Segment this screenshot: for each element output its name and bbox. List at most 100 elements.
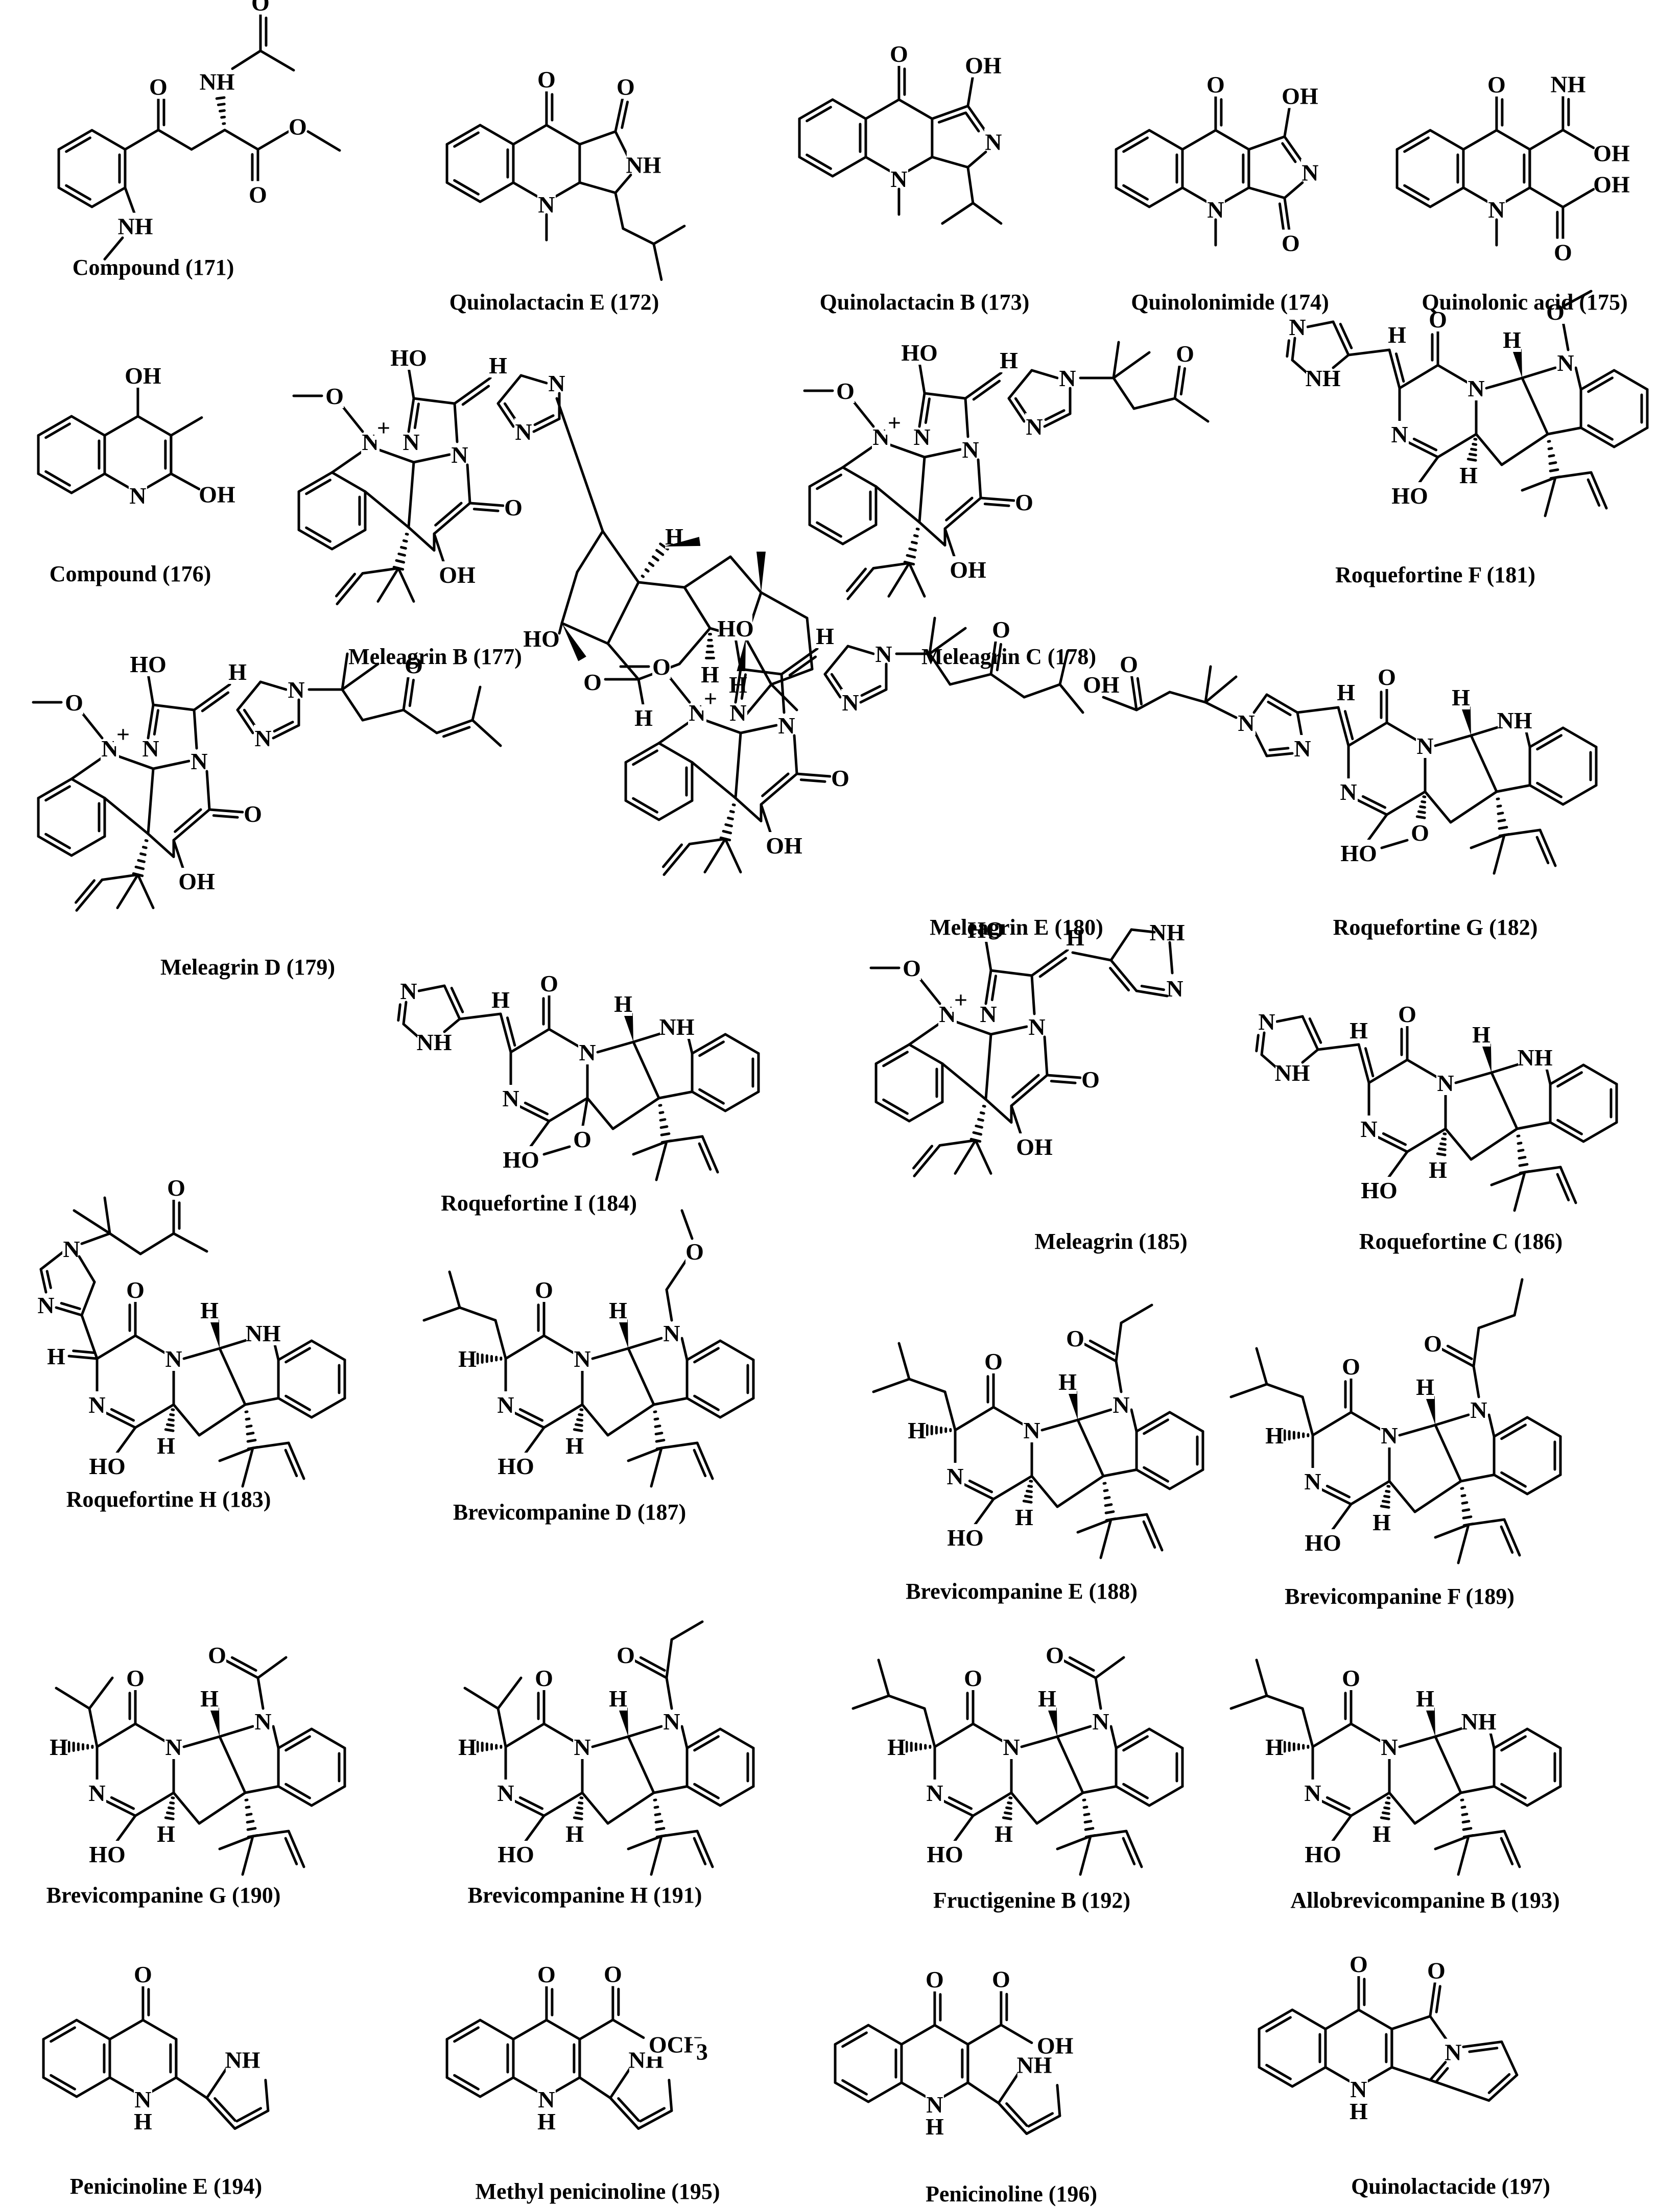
atom-label: O xyxy=(1378,664,1396,690)
atom-label: H xyxy=(1472,1022,1490,1048)
atom-label: OH xyxy=(1593,172,1630,198)
atom-label: N xyxy=(129,483,146,509)
atom-label: HO xyxy=(130,651,167,677)
atom-label: OH xyxy=(125,363,161,389)
atom-label: H xyxy=(634,705,653,731)
atom-label: + xyxy=(116,721,130,747)
atom-label: N xyxy=(1166,976,1183,1002)
atom-label: N xyxy=(1381,1734,1398,1760)
atom-label: HO xyxy=(89,1841,126,1867)
atom-label: + xyxy=(704,685,717,711)
atom-label: O xyxy=(831,765,849,791)
atom-label: N xyxy=(1470,1397,1487,1423)
label-quinolonimide-174: Quinolonimide (174) xyxy=(1131,289,1329,315)
atom-label: NH xyxy=(1497,707,1532,733)
atom-label: N xyxy=(1437,1070,1454,1096)
atom-label: N xyxy=(1360,1116,1377,1142)
atom-label: N xyxy=(1381,1422,1398,1449)
label-meleagrin-d-179: Meleagrin D (179) xyxy=(160,954,335,980)
atom-label: O xyxy=(1282,230,1300,256)
atom-label: N xyxy=(1289,314,1306,340)
atom-label: O xyxy=(903,955,921,981)
atom-label: HO xyxy=(390,345,427,371)
label-quinolactacin-b-173: Quinolactacin B (173) xyxy=(820,289,1030,315)
atom-label: H xyxy=(1429,1157,1447,1183)
atom-label: H xyxy=(1503,327,1521,353)
atom-label: H xyxy=(1337,679,1355,705)
atom-label: NH xyxy=(659,1014,695,1040)
atom-label: N xyxy=(778,713,795,739)
atom-label: N xyxy=(88,1392,105,1418)
atom-label: N xyxy=(403,429,419,455)
label-meleagrin-185: Meleagrin (185) xyxy=(1034,1228,1187,1254)
atom-label: HO xyxy=(1305,1530,1341,1556)
atom-label: O xyxy=(134,1961,152,1987)
atom-label: HO xyxy=(498,1453,534,1479)
atom-label: O xyxy=(1066,1325,1084,1351)
atom-label: N xyxy=(842,690,859,716)
atom-label: OH xyxy=(766,833,802,859)
atom-label: NH xyxy=(1306,365,1341,391)
atom-label: O xyxy=(1342,1354,1360,1380)
atom-label: O xyxy=(167,1175,185,1201)
atom-label: NH xyxy=(1461,1708,1497,1735)
atom-label: OH xyxy=(965,53,1002,79)
atom-label: N xyxy=(497,1392,514,1418)
atom-label: H xyxy=(458,1734,477,1760)
atom-label: OH xyxy=(1037,2033,1074,2059)
atom-label: H xyxy=(995,1821,1013,1847)
atom-label: H xyxy=(701,661,719,687)
label-quinolactacin-e-172: Quinolactacin E (172) xyxy=(449,289,659,315)
atom-label: O xyxy=(535,1277,553,1303)
atom-label: OH xyxy=(178,868,215,894)
atom-label: H xyxy=(157,1433,175,1459)
label-roquefortine-i-184: Roquefortine I (184) xyxy=(441,1190,637,1216)
atom-label: N xyxy=(142,735,159,762)
atom-label: N xyxy=(1340,779,1357,805)
atom-label: O xyxy=(540,970,558,996)
atom-label: O xyxy=(1120,651,1138,677)
atom-label: N xyxy=(1304,1468,1321,1494)
label-meleagrin-c-178: Meleagrin C (178) xyxy=(921,644,1096,670)
atom-label: H xyxy=(50,1734,68,1760)
atom-label: N xyxy=(579,1039,596,1065)
atom-label: O xyxy=(617,74,635,100)
atom-label: N xyxy=(663,1708,680,1735)
atom-label: N xyxy=(926,1780,943,1806)
atom-label: HO xyxy=(947,1525,984,1551)
atom-label: H xyxy=(200,1686,219,1712)
atom-label: N xyxy=(985,129,1002,155)
atom-label: N xyxy=(63,1236,80,1262)
atom-label: H xyxy=(1350,1017,1368,1043)
label-methyl-penicinoline-195: Methyl penicinoline (195) xyxy=(475,2178,720,2204)
atom-label: O xyxy=(1427,1958,1446,1984)
atom-label: H xyxy=(1373,1821,1391,1847)
atom-label: O xyxy=(964,1665,982,1691)
label-meleagrin-b-177: Meleagrin B (177) xyxy=(348,644,522,670)
label-roquefortine-g-182: Roquefortine G (182) xyxy=(1333,914,1538,940)
atom-label: N xyxy=(1028,1014,1045,1040)
atom-label: NH xyxy=(1550,72,1586,98)
atom-label: O xyxy=(1015,489,1033,515)
atom-label: HO xyxy=(89,1453,126,1479)
atom-label: N xyxy=(254,725,271,751)
atom-label: HO xyxy=(1391,483,1428,509)
atom-label: O xyxy=(926,1966,944,1992)
atom-label: H xyxy=(565,1433,584,1459)
atom-label: N xyxy=(574,1734,590,1760)
atom-label: O xyxy=(535,1665,553,1691)
label-penicinoline-196: Penicinoline (196) xyxy=(926,2181,1097,2207)
label-brevicompanine-g-190: Brevicompanine G (190) xyxy=(46,1882,281,1908)
atom-label: H xyxy=(908,1417,926,1443)
atom-label: H xyxy=(1350,2098,1368,2124)
